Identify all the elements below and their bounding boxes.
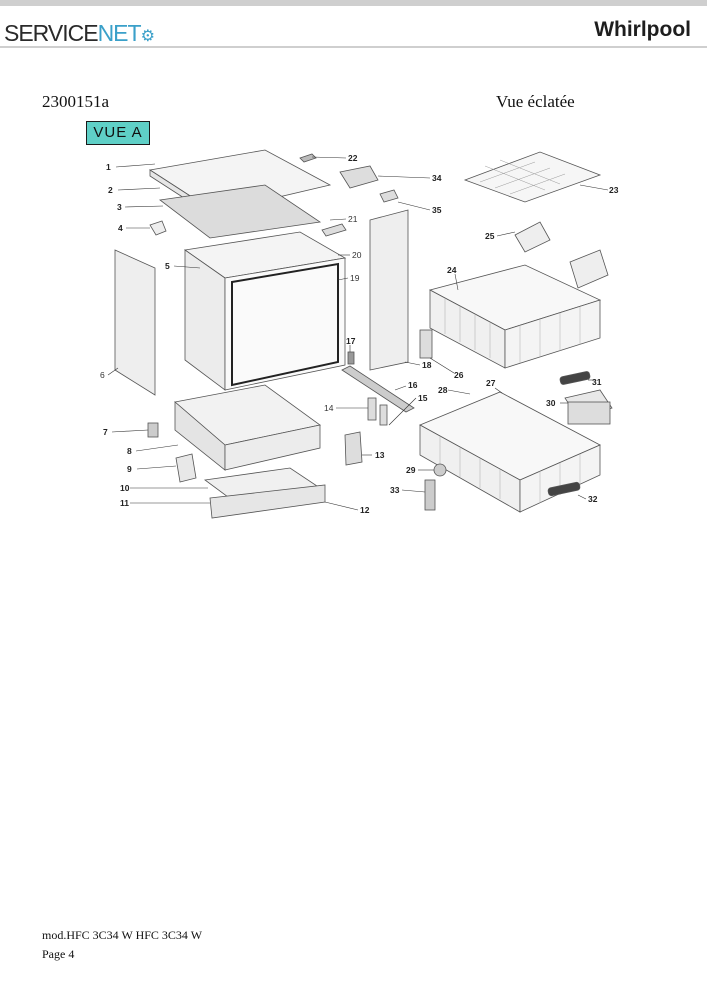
part-label: 6 [100,370,105,380]
part-21-shape [321,223,347,237]
part-label: 28 [438,385,448,395]
part-7-shape [147,422,159,438]
upper-basket-wires [444,298,581,363]
part-13-shape [344,431,363,466]
part-label: 30 [546,398,556,408]
lower-basket-wires [439,436,581,503]
part-label: 26 [454,370,464,380]
part-label: 18 [422,360,432,370]
part-34-shape [339,165,379,189]
gear-icon: ⚙ [140,28,155,45]
whirlpool-logo: Whirlpool [594,18,691,41]
part-label: 7 [103,427,108,437]
document-code: 2300151a [42,92,110,111]
hinge-2-shape [379,404,388,426]
part-label: 2 [108,185,113,195]
exploded-view-diagram: 1 2 3 4 5 6 7 8 9 10 11 12 13 14 15 16 1… [100,149,619,519]
wheel-29-shape [433,463,447,477]
part-label: 19 [350,273,360,283]
cutlery-tray-grid [479,159,566,195]
view-title: Vue éclatée [496,92,575,111]
part-35-shape [379,189,399,203]
part-label: 13 [375,450,385,460]
part-17-shape [347,351,355,365]
part-label: 5 [165,261,170,271]
part-label: 31 [592,377,602,387]
part-label: 3 [117,202,122,212]
part-label: 16 [408,380,418,390]
footer-page: Page 4 [42,947,75,961]
cutlery-tray-shape [463,151,602,203]
upper-basket-side-shape [504,299,601,369]
part-label: 4 [118,223,123,233]
side-panel-right-shape [369,209,409,371]
part-label: 9 [127,464,132,474]
part-label: 8 [127,446,132,456]
header-bar: SERVICENET⚙ Whirlpool [0,0,707,48]
side-panel-left-shape [114,249,156,396]
part-label: 11 [120,498,129,508]
part-labels: 1 2 3 4 5 6 7 8 9 10 11 12 13 14 15 16 1… [100,153,619,515]
tub-front-shape [224,257,346,391]
view-label-badge: VUE A [86,121,150,145]
servicenet-logo: SERVICENET⚙ [4,20,155,46]
handle-31-shape [559,371,591,385]
bracket-4-shape [149,220,167,236]
hinge-shape [367,397,377,421]
part-label: 15 [418,393,428,403]
part-label: 23 [609,185,619,195]
part-label: 24 [447,265,457,275]
part-label: 34 [432,173,442,183]
part-label: 1 [106,162,111,172]
part-label: 32 [588,494,598,504]
part-label: 27 [486,378,496,388]
handle-32-shape [547,481,581,497]
part-26-shape [419,329,433,359]
footer-model: mod.HFC 3C34 W HFC 3C34 W [42,928,203,942]
part-label: 12 [360,505,370,515]
part-label: 21 [348,214,358,224]
part-label: 25 [485,231,495,241]
part-label: 33 [390,485,400,495]
base-side-shape [224,424,321,471]
door-seal-shape [231,262,339,387]
part-label: 20 [352,250,362,260]
part-label: 22 [348,153,358,163]
part-33-shape [424,479,436,511]
part-label: 17 [346,336,356,346]
part-label: 29 [406,465,416,475]
cutlery-basket-body [567,401,611,425]
part-label: 14 [324,403,334,413]
part-label: 10 [120,483,130,493]
insulation-shape [158,184,322,239]
part-22-shape [299,153,317,163]
door-bar-shape [341,365,415,413]
tine-25-shape [514,221,551,253]
part-label: 35 [432,205,442,215]
tine-25b-shape [569,249,609,289]
part-9-shape [175,453,197,483]
